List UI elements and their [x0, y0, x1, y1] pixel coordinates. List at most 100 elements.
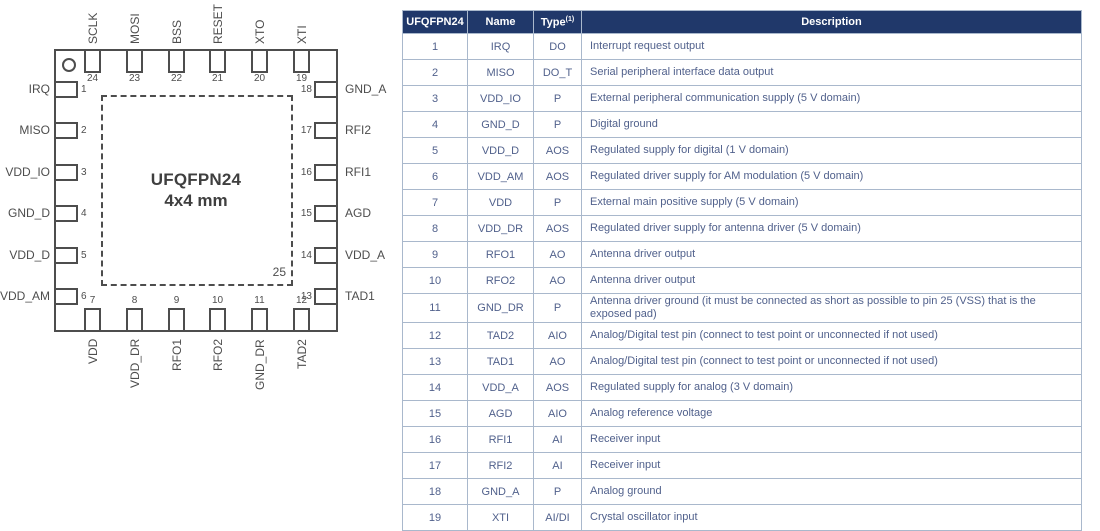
pin-pad-18: [314, 81, 338, 98]
cell-pin: 17: [402, 452, 468, 479]
pin-pad-17: [314, 122, 338, 139]
pin-pad-20: [251, 49, 268, 73]
pin-label-RFO1: RFO1: [170, 338, 184, 371]
pin-label-IRQ: IRQ: [28, 82, 50, 96]
type-footnote-marker: (1): [565, 15, 575, 23]
cell-name: AGD: [467, 400, 534, 427]
cell-description: Analog/Digital test pin (connect to test…: [581, 322, 1082, 349]
col-header-description: Description: [581, 10, 1082, 34]
cell-name: RFO2: [467, 267, 534, 294]
cell-type: AOS: [533, 215, 582, 242]
pin-label-TAD1: TAD1: [345, 289, 375, 303]
cell-pin: 15: [402, 400, 468, 427]
package-name: UFQFPN24: [150, 170, 242, 189]
cell-pin: 7: [402, 189, 468, 216]
pin-pad-3: [54, 164, 78, 181]
cell-name: VDD_A: [467, 374, 534, 401]
cell-name: GND_DR: [467, 293, 534, 323]
cell-pin: 2: [402, 59, 468, 86]
pin-number-11: 11: [254, 295, 265, 306]
cell-pin: 6: [402, 163, 468, 190]
exposed-pad-outline: [101, 95, 293, 286]
pin-number-12: 12: [295, 295, 308, 306]
cell-pin: 12: [402, 322, 468, 349]
pin-number-17: 17: [300, 125, 312, 136]
cell-type: AOS: [533, 163, 582, 190]
pin-label-RESET: RESET: [211, 3, 225, 44]
cell-type: P: [533, 478, 582, 505]
cell-pin: 18: [402, 478, 468, 505]
pin-label-GND_D: GND_D: [7, 206, 50, 220]
pin1-indicator-icon: [62, 58, 76, 72]
cell-name: VDD_IO: [467, 85, 534, 112]
cell-name: VDD_DR: [467, 215, 534, 242]
pin-label-SCLK: SCLK: [86, 12, 100, 44]
cell-pin: 14: [402, 374, 468, 401]
cell-name: RFI2: [467, 452, 534, 479]
pin-number-2: 2: [81, 125, 87, 136]
pin-number-19: 19: [295, 73, 308, 84]
cell-name: GND_A: [467, 478, 534, 505]
cell-type: AIO: [533, 400, 582, 427]
cell-pin: 19: [402, 504, 468, 531]
pin-label-XTI: XTI: [295, 25, 309, 44]
cell-type: AO: [533, 241, 582, 268]
pin-pad-15: [314, 205, 338, 222]
cell-pin: 11: [402, 293, 468, 323]
cell-description: Receiver input: [581, 452, 1082, 479]
cell-pin: 16: [402, 426, 468, 453]
pin-label-RFI1: RFI1: [345, 165, 372, 179]
cell-type: AOS: [533, 137, 582, 164]
cell-type: P: [533, 293, 582, 323]
pin-label-VDD_AM: VDD_AM: [0, 289, 51, 303]
cell-description: Analog/Digital test pin (connect to test…: [581, 348, 1082, 375]
pin-pad-12: [293, 308, 310, 332]
cell-type: P: [533, 111, 582, 138]
pin-label-XTO: XTO: [253, 19, 267, 44]
cell-name: MISO: [467, 59, 534, 86]
cell-type: P: [533, 189, 582, 216]
pin-pad-24: [84, 49, 101, 73]
pin-number-4: 4: [81, 208, 87, 219]
cell-type: DO_T: [533, 59, 582, 86]
pin-pad-6: [54, 288, 78, 305]
cell-description: Analog reference voltage: [581, 400, 1082, 427]
cell-description: Regulated supply for analog (3 V domain): [581, 374, 1082, 401]
pin-number-22: 22: [170, 73, 183, 84]
cell-pin: 9: [402, 241, 468, 268]
cell-description: Antenna driver ground (it must be connec…: [581, 293, 1082, 323]
pin-label-MOSI: MOSI: [128, 13, 142, 44]
pin-number-9: 9: [173, 295, 180, 306]
cell-name: XTI: [467, 504, 534, 531]
cell-description: Analog ground: [581, 478, 1082, 505]
pin-pad-5: [54, 247, 78, 264]
cell-description: Interrupt request output: [581, 33, 1082, 60]
cell-description: Receiver input: [581, 426, 1082, 453]
pin-pad-13: [314, 288, 338, 305]
pin-label-GND_A: GND_A: [345, 82, 387, 96]
cell-type: AI: [533, 452, 582, 479]
pin-pad-14: [314, 247, 338, 264]
pin-number-10: 10: [211, 295, 224, 306]
cell-name: TAD1: [467, 348, 534, 375]
cell-description: Regulated driver supply for AM modulatio…: [581, 163, 1082, 190]
pin-pad-22: [168, 49, 185, 73]
cell-type: AO: [533, 267, 582, 294]
pin-number-24: 24: [86, 73, 99, 84]
pin-pad-9: [168, 308, 185, 332]
pin-number-23: 23: [128, 73, 141, 84]
pin-number-8: 8: [131, 295, 138, 306]
pin-number-18: 18: [300, 84, 312, 95]
